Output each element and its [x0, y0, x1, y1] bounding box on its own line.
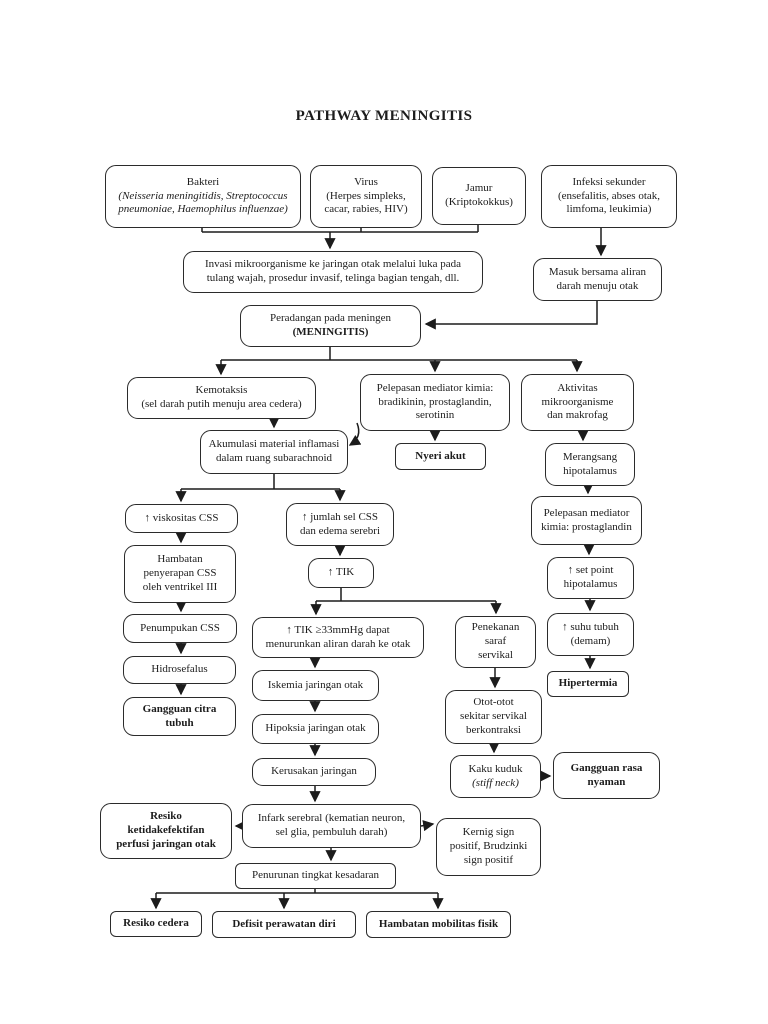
box-gangguan-citra-tubuh: Gangguan citra tubuh — [123, 697, 236, 736]
akumulasi-label: Akumulasi material inflamasi dalam ruang… — [208, 438, 340, 464]
box-pelepasan-prostaglandin: Pelepasan mediator kimia: prostaglandin — [531, 496, 642, 545]
virus-label: Virus (Herpes simpleks, cacar, rabies, H… — [324, 175, 408, 216]
box-virus: Virus (Herpes simpleks, cacar, rabies, H… — [310, 165, 422, 228]
kernig-label: Kernig sign positif, Brudzinki sign posi… — [449, 826, 528, 866]
nyeri-label: Nyeri akut — [415, 449, 466, 462]
defisit-label: Defisit perawatan diri — [232, 917, 336, 930]
penekanan-label: Penekanan saraf servikal — [471, 621, 520, 661]
bakteri-species: (Neisseria meningitidis, Streptococcus p… — [118, 189, 288, 216]
bakteri-label: Bakteri — [186, 175, 220, 188]
hipertermia-label: Hipertermia — [558, 677, 618, 690]
box-suhu-tubuh: ↑ suhu tubuh (demam) — [547, 613, 634, 656]
kerusakan-label: Kerusakan jaringan — [271, 765, 357, 778]
diagram-title: PATHWAY MENINGITIS — [295, 108, 473, 124]
curved-annotation-arrow — [348, 422, 362, 446]
box-nyeri-akut: Nyeri akut — [395, 443, 486, 470]
infeksi-label: Infeksi sekunder (ensefalitis, abses ota… — [557, 175, 661, 216]
hipoksia-label: Hipoksia jaringan otak — [265, 722, 366, 735]
hambatan-mobilitas-label: Hambatan mobilitas fisik — [378, 917, 499, 930]
box-iskemia: Iskemia jaringan otak — [252, 670, 379, 701]
box-tik: ↑ TIK — [308, 558, 374, 588]
box-invasi-mikroorganisme: Invasi mikroorganisme ke jaringan otak m… — [183, 251, 483, 293]
box-kemotaksis: Kemotaksis (sel darah putih menuju area … — [127, 377, 316, 419]
penurunan-label: Penurunan tingkat kesadaran — [251, 869, 380, 882]
penumpukan-label: Penumpukan CSS — [140, 621, 220, 634]
rail-akumulasi — [181, 474, 340, 490]
viskositas-label: ↑ viskositas CSS — [144, 511, 219, 524]
resiko-perfusi-label: Resiko ketidakefektifan perfusi jaringan… — [116, 810, 216, 850]
box-masuk-aliran-darah: Masuk bersama aliran darah menuju otak — [533, 258, 662, 301]
box-hipertermia: Hipertermia — [547, 671, 629, 697]
pelepasan2-label: Pelepasan mediator kimia: prostaglandin — [541, 506, 632, 533]
rail-penurunan — [156, 889, 438, 894]
arrow-masuk-to-meningitis — [424, 301, 598, 330]
box-gangguan-rasa-nyaman: Gangguan rasa nyaman — [553, 752, 660, 799]
arrow-infark-to-kernig — [420, 820, 435, 832]
meningitis-line2: (MENINGITIS) — [292, 326, 369, 338]
box-penurunan-kesadaran: Penurunan tingkat kesadaran — [235, 863, 396, 889]
pelepasan1-label: Pelepasan mediator kimia: bradikinin, pr… — [376, 381, 494, 422]
box-jamur: Jamur (Kriptokokkus) — [432, 167, 526, 225]
suhu-label: ↑ suhu tubuh (demam) — [562, 620, 619, 647]
kaku-line2: (stiff neck) — [472, 776, 519, 789]
aktivitas-label: Aktivitas mikroorganisme dan makrofag — [541, 381, 614, 422]
box-kernig-sign: Kernig sign positif, Brudzinki sign posi… — [436, 818, 541, 876]
otot-label: Otot-otot sekitar servikal berkontraksi — [460, 696, 527, 736]
box-kerusakan-jaringan: Kerusakan jaringan — [252, 758, 376, 786]
masuk-label: Masuk bersama aliran darah menuju otak — [548, 265, 647, 292]
box-tik-33mmhg: ↑ TIK ≥33mmHg dapat menurunkan aliran da… — [252, 617, 424, 658]
box-aktivitas-mikroorganisme: Aktivitas mikroorganisme dan makrofag — [521, 374, 634, 431]
jamur-label: Jamur (Kriptokokkus) — [445, 182, 513, 208]
box-merangsang-hipotalamus: Merangsang hipotalamus — [545, 443, 635, 486]
infark-label: Infark serebral (kematian neuron, sel gl… — [257, 812, 406, 838]
box-infark-serebral: Infark serebral (kematian neuron, sel gl… — [242, 804, 421, 848]
box-kaku-kuduk: Kaku kuduk (stiff neck) — [450, 755, 541, 798]
box-hambatan-penyerapan: Hambatan penyerapan CSS oleh ventrikel I… — [124, 545, 236, 603]
box-infeksi-sekunder: Infeksi sekunder (ensefalitis, abses ota… — [541, 165, 677, 228]
rail-tik — [316, 588, 496, 602]
iskemia-label: Iskemia jaringan otak — [267, 678, 364, 691]
meningitis-line1: Peradangan pada meningen — [270, 312, 391, 325]
box-hidrosefalus: Hidrosefalus — [123, 656, 236, 684]
box-set-point: ↑ set point hipotalamus — [547, 557, 634, 599]
tik-label: ↑ TIK — [327, 566, 355, 579]
box-hipoksia: Hipoksia jaringan otak — [252, 714, 379, 744]
box-defisit-perawatan: Defisit perawatan diri — [212, 911, 356, 938]
hambatan-label: Hambatan penyerapan CSS oleh ventrikel I… — [142, 553, 218, 593]
box-penekanan-saraf: Penekanan saraf servikal — [455, 616, 536, 668]
box-pelepasan-mediator-bradikinin: Pelepasan mediator kimia: bradikinin, pr… — [360, 374, 510, 431]
merangsang-label: Merangsang hipotalamus — [562, 450, 618, 477]
kaku-line1: Kaku kuduk — [468, 762, 523, 775]
box-meningitis: Peradangan pada meningen (MENINGITIS) — [240, 305, 421, 347]
hidrosefalus-label: Hidrosefalus — [151, 663, 208, 676]
box-viskositas-css: ↑ viskositas CSS — [125, 504, 238, 533]
kemotaksis-label: Kemotaksis (sel darah putih menuju area … — [141, 384, 302, 410]
box-otot-servikal: Otot-otot sekitar servikal berkontraksi — [445, 690, 542, 744]
resiko-cedera-label: Resiko cedera — [123, 917, 189, 930]
box-bakteri: Bakteri (Neisseria meningitidis, Strepto… — [105, 165, 301, 228]
setpoint-label: ↑ set point hipotalamus — [563, 564, 618, 590]
tik33-label: ↑ TIK ≥33mmHg dapat menurunkan aliran da… — [265, 623, 411, 650]
jumlah-label: ↑ jumlah sel CSS dan edema serebri — [299, 510, 380, 537]
box-hambatan-mobilitas: Hambatan mobilitas fisik — [366, 911, 511, 938]
box-akumulasi-inflamasi: Akumulasi material inflamasi dalam ruang… — [200, 430, 348, 474]
box-resiko-cedera: Resiko cedera — [110, 911, 202, 937]
gangguan-citra-label: Gangguan citra tubuh — [142, 702, 217, 729]
box-jumlah-sel-css: ↑ jumlah sel CSS dan edema serebri — [286, 503, 394, 546]
box-resiko-perfusi: Resiko ketidakefektifan perfusi jaringan… — [100, 803, 232, 859]
invasi-label: Invasi mikroorganisme ke jaringan otak m… — [204, 258, 462, 284]
rail-meningitis — [221, 347, 577, 361]
gangguan-rasa-label: Gangguan rasa nyaman — [570, 761, 643, 788]
box-penumpukan-css: Penumpukan CSS — [123, 614, 237, 643]
